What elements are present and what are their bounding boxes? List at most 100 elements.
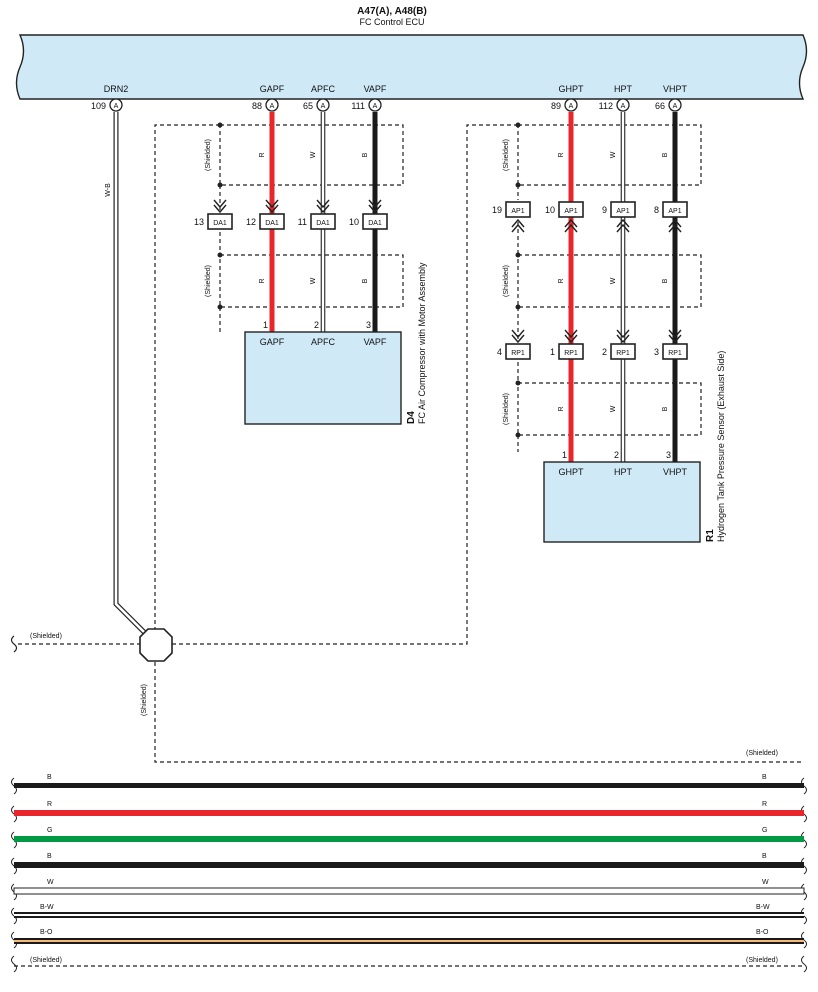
wire-label-w-4: W	[610, 277, 617, 284]
ecu-pin-num-vhpt: 66	[655, 101, 665, 111]
signal-wires	[269, 112, 678, 462]
ecu-body	[15, 34, 808, 100]
bus-bar-5: W W	[11, 879, 807, 901]
bus-label-right-5: W	[762, 879, 769, 886]
shield-label-6: (Shielded)	[141, 684, 148, 716]
da1-label-3: DA1	[316, 220, 330, 227]
ap1-pin-10: 10	[545, 205, 555, 215]
component-r1: 1 2 3 GHPT HPT VHPT R1 Hydrogen Tank Pre…	[543, 351, 726, 543]
r1-name: Hydrogen Tank Pressure Sensor (Exhaust S…	[716, 351, 726, 542]
ap1-label-1: AP1	[511, 208, 524, 215]
ecu-terminal-ghpt: GHPT	[558, 84, 584, 94]
ecu-pin-conn-ghpt: A	[569, 103, 574, 110]
connector-da1: DA1 DA1 DA1 DA1 13 12 11 10	[194, 213, 388, 230]
bus-label-right-3: G	[762, 827, 767, 834]
da1-pin-11: 11	[298, 217, 307, 227]
shield-break-mark	[10, 635, 18, 653]
shield-label-1: (Shielded)	[205, 139, 212, 171]
d4-pin-num-2: 2	[314, 320, 319, 330]
ecu-terminal-gapf: GAPF	[260, 84, 285, 94]
drain-wire	[113, 112, 152, 640]
bus-bar-8: (Shielded) (Shielded)	[11, 955, 807, 973]
ap1-label-2: AP1	[564, 208, 577, 215]
ap1-pin-9: 9	[602, 205, 607, 215]
wire-label-b-5: B	[662, 406, 669, 411]
ecu-pin-num-ghpt: 89	[551, 101, 561, 111]
shield-arrow-markers	[213, 199, 525, 344]
rp1-pin-1: 1	[550, 347, 555, 357]
r1-pin-name-2: HPT	[614, 467, 633, 477]
shield-label-4: (Shielded)	[503, 265, 510, 297]
da1-pin-10: 10	[349, 217, 359, 227]
rp1-label-4: RP1	[668, 350, 682, 357]
ecu-pin-num-gapf: 88	[252, 101, 262, 111]
wire-label-b-2: B	[362, 278, 369, 283]
bus-label-right-7: B-O	[756, 929, 769, 936]
ecu-terminal-drn2: DRN2	[104, 84, 129, 94]
d4-pin-name-2: APFC	[311, 337, 336, 347]
ap1-label-4: AP1	[668, 208, 681, 215]
bus-bar-7: B-O B-O	[11, 929, 807, 949]
da1-pin-12: 12	[246, 217, 256, 227]
shield-boxes	[18, 124, 803, 763]
bus-label-left-4: B	[47, 853, 52, 860]
wire-label-r-3: R	[558, 152, 565, 157]
wire-label-w-5: W	[610, 405, 617, 412]
r1-pin-num-1: 1	[562, 450, 567, 460]
bus-bar-4: B B	[11, 853, 807, 875]
r1-pin-num-2: 2	[614, 450, 619, 460]
da1-label-4: DA1	[368, 220, 382, 227]
bus-label-right-4: B	[762, 853, 767, 860]
ecu-pin-conn-vhpt: A	[673, 103, 678, 110]
d4-pin-name-3: VAPF	[364, 337, 387, 347]
bus-label-left-3: G	[47, 827, 52, 834]
shield-dots	[217, 122, 521, 438]
da1-label-2: DA1	[265, 220, 279, 227]
ecu-pin-num-apfc: 65	[303, 101, 313, 111]
d4-pin-name-1: GAPF	[260, 337, 285, 347]
rp1-label-2: RP1	[564, 350, 578, 357]
ecu-title: A47(A), A48(B)	[357, 6, 427, 17]
wire-label-w-2: W	[310, 277, 317, 284]
da1-pin-13: 13	[194, 217, 204, 227]
ecu-pin-conn-gapf: A	[270, 103, 275, 110]
d4-name: FC Air Compressor with Motor Assembly	[417, 262, 427, 424]
ecu-pin-num-vapf: 111	[351, 101, 365, 111]
bus-label-left-7: B-O	[40, 929, 53, 936]
ecu-pin-conn-apfc: A	[321, 103, 326, 110]
ecu-pin-num-hpt: 112	[599, 101, 613, 111]
ap1-pin-8: 8	[654, 205, 659, 215]
ground-splice	[139, 628, 173, 662]
bus-bar-1: B B	[11, 774, 807, 795]
r1-code: R1	[705, 529, 716, 542]
connector-ap1: AP1 AP1 AP1 AP1 19 10 9 8	[492, 201, 688, 218]
d4-pin-num-1: 1	[263, 320, 268, 330]
bus-label-left-2: R	[47, 801, 52, 808]
shield-label-7: (Shielded)	[30, 633, 62, 640]
bus-label-left-8: (Shielded)	[30, 957, 62, 964]
ecu-terminal-hpt: HPT	[614, 84, 633, 94]
bus-bar-6: B-W B-W	[11, 904, 807, 925]
ap1-pin-19: 19	[492, 205, 502, 215]
ecu-pin-conn-drn2: A	[114, 103, 119, 110]
r1-pin-name-1: GHPT	[558, 467, 584, 477]
bus-label-left-1: B	[47, 774, 52, 781]
ecu-terminal-vhpt: VHPT	[663, 84, 688, 94]
bus-label-right-8: (Shielded)	[746, 957, 778, 964]
bus-label-right-1: B	[762, 774, 767, 781]
ecu-name: FC Control ECU	[359, 17, 424, 27]
shield-label-2: (Shielded)	[205, 265, 212, 297]
rp1-label-3: RP1	[616, 350, 630, 357]
connector-rp1: RP1 RP1 RP1 RP1 4 1 2 3	[497, 343, 688, 360]
wire-label-r-4: R	[558, 278, 565, 283]
component-d4: 1 2 3 GAPF APFC VAPF D4 FC Air Compresso…	[244, 262, 427, 425]
shield-label-8: (Shielded)	[746, 750, 778, 757]
wire-label-w-1: W	[310, 151, 317, 158]
r1-pin-num-3: 3	[666, 450, 671, 460]
connector-arrow-markers	[265, 199, 682, 344]
wire-label-r-5: R	[558, 406, 565, 411]
bus-label-left-6: B-W	[40, 904, 54, 911]
drain-wire-label: W-B	[105, 183, 112, 197]
ecu-pin-num-drn2: 109	[91, 101, 106, 111]
